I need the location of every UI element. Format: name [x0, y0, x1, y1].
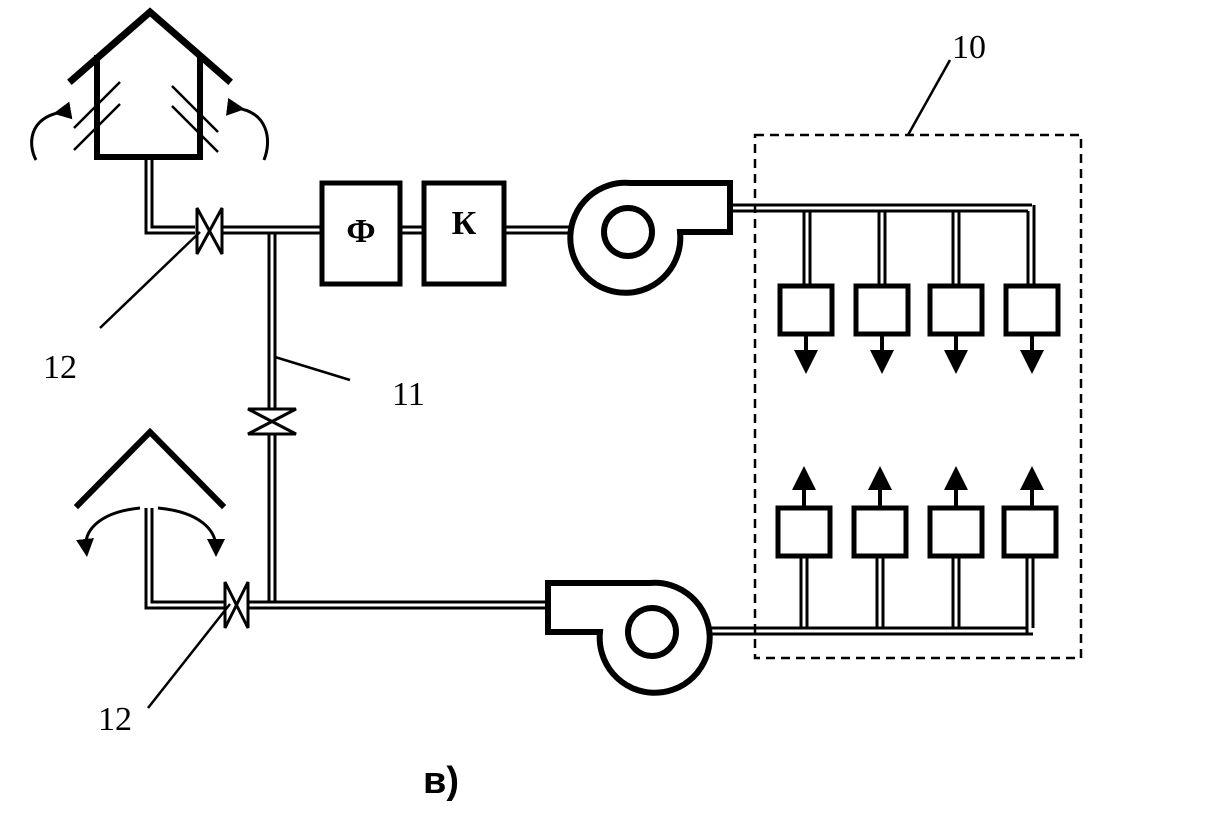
supply-fan-icon — [567, 179, 733, 296]
callout-12-top: 12 — [43, 349, 77, 386]
exhaust-hood-icon — [73, 427, 227, 610]
figure-caption: в) — [423, 760, 459, 802]
callout-12-bottom: 12 — [98, 701, 132, 738]
valve-bypass-icon[interactable] — [247, 407, 297, 436]
intake-hood-icon — [30, 7, 270, 161]
supply-branches — [802, 211, 961, 285]
cooler-label: К — [452, 205, 477, 242]
system-boundary — [753, 133, 1083, 660]
supply-terminal-units — [777, 283, 1061, 374]
callout-10: 10 — [952, 29, 986, 66]
exhaust-fan-icon — [545, 579, 713, 696]
valve-bottom-icon[interactable] — [223, 581, 250, 629]
exhaust-branches — [799, 556, 1035, 634]
intake-duct — [144, 157, 195, 235]
bypass-duct — [267, 233, 277, 410]
exhaust-terminal-units — [775, 466, 1059, 559]
callout-11: 11 — [392, 376, 425, 413]
cooler-block: К — [421, 180, 507, 287]
filter-block: Ф — [319, 180, 403, 287]
valve-top-icon[interactable] — [195, 207, 224, 255]
filter-label: Ф — [346, 213, 375, 250]
